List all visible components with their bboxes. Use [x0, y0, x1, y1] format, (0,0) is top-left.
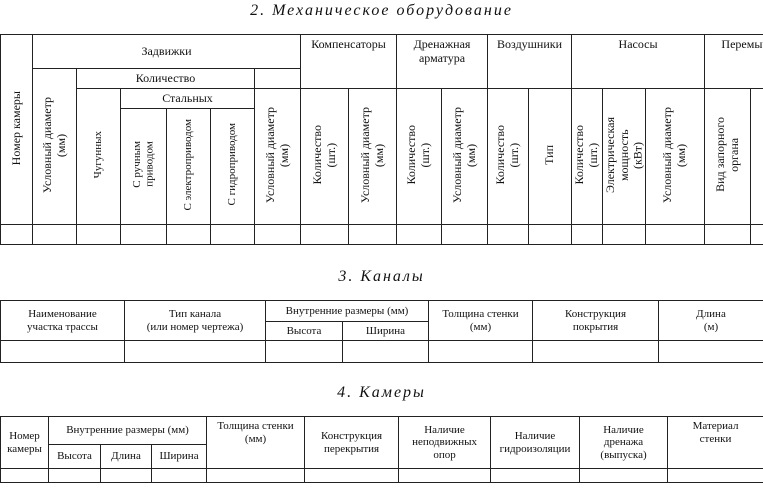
- group-compensators: Компенсаторы: [300, 34, 398, 89]
- col-inner-dims: Внутренние размеры (мм): [265, 300, 429, 322]
- col-vent-qty: Количество(шт.): [487, 88, 530, 225]
- steel-header: Стальных: [120, 88, 255, 109]
- group-drainage: Дренажная арматура: [396, 34, 489, 89]
- col-length: Длина: [100, 444, 152, 469]
- valves-quantity-header: Количество: [76, 68, 255, 89]
- group-jumpers: Перемычки: [704, 34, 763, 89]
- col-cast-iron: Чугунных: [76, 88, 121, 225]
- col-wall-thickness: Толщина стенки(мм): [428, 300, 533, 341]
- section4-title: 4. Камеры: [337, 384, 426, 401]
- col-width: Ширина: [150, 444, 208, 469]
- table-row: [0, 340, 763, 363]
- col-comp-qty: Количество(шт.): [300, 88, 350, 225]
- col-jumper-diameter: Условный диаметр(мм): [645, 88, 706, 225]
- group-vents: Воздушники: [487, 34, 573, 89]
- col-pump-qty: Количество(шт.): [571, 88, 604, 225]
- section3-title: 3. Каналы: [338, 268, 425, 285]
- col-pump-type: Тип: [528, 88, 573, 225]
- col-hydraulic: С гидроприводом: [210, 108, 255, 225]
- col-electric: С электроприводом: [166, 108, 211, 225]
- col-drain-diameter: Условный диаметр(мм): [348, 88, 398, 225]
- col-height: Высота: [265, 321, 343, 341]
- section2-title: 2. Механическое оборудование: [250, 2, 513, 19]
- col-channel-type: Тип канала(или номер чертежа): [124, 300, 266, 341]
- col-height: Высота: [48, 444, 101, 469]
- col-vent-diameter: Условный диаметр(мм): [441, 88, 489, 225]
- col-inner-dims: Внутренние размеры (мм): [47, 416, 208, 445]
- table-row: [0, 224, 763, 245]
- col-width: Ширина: [342, 321, 429, 341]
- table-row: [0, 468, 763, 483]
- col-drain-qty: Количество(шт.): [396, 88, 443, 225]
- col-length: Длина(м): [658, 300, 763, 341]
- group-valves: Задвижки: [31, 34, 302, 69]
- group-pumps: Насосы: [571, 34, 706, 89]
- mechanical-equipment-table: Номер камеры Задвижки Компенсаторы Дрена…: [0, 34, 763, 245]
- col-chamber-number: Номер камеры: [0, 34, 33, 225]
- col-comp-diameter: Условный диаметр(мм): [253, 88, 302, 225]
- col-wall-thickness: Толщина стенки(мм): [206, 416, 306, 469]
- col-valve-diameter: Условный диаметр(мм): [32, 68, 77, 225]
